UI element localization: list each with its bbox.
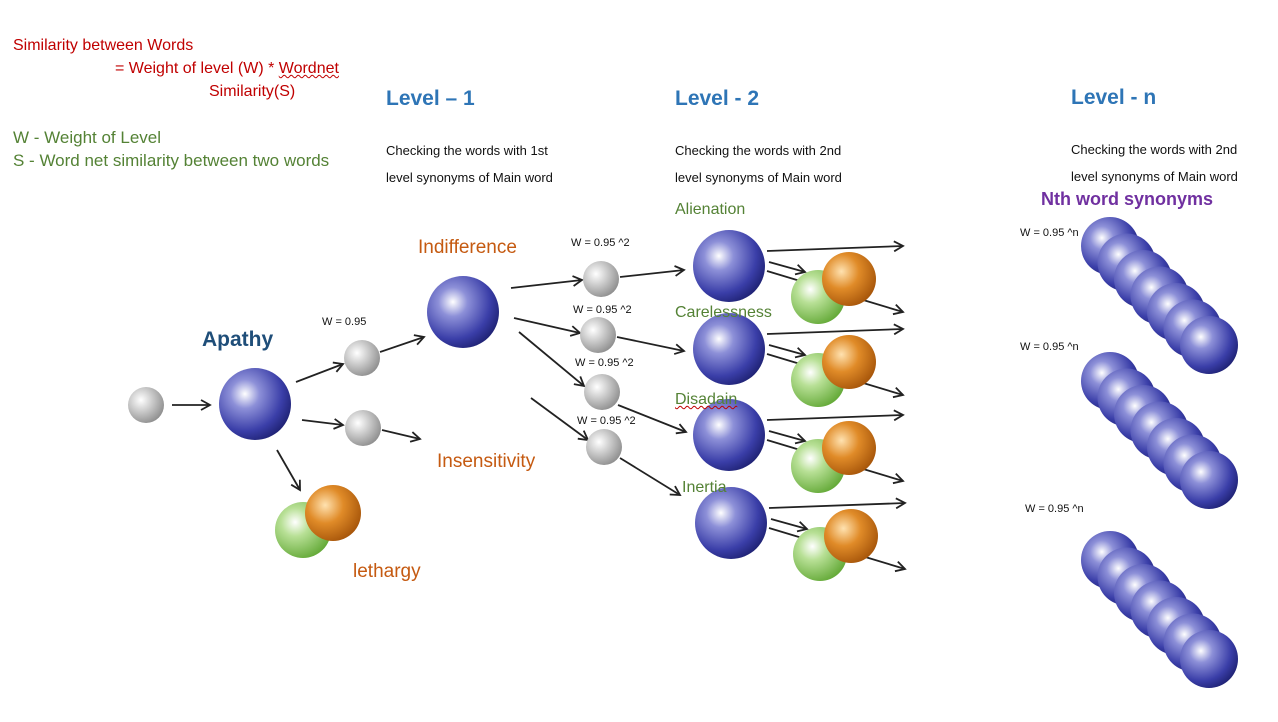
arrow-to-alienation [619,265,686,278]
arrow-apathy-to-weight-node-up [295,361,345,383]
node-indifference [427,276,499,348]
legend-weight: W - Weight of Level [13,128,162,147]
arrow-inertia-out-2 [770,518,809,533]
level-n-title: Level - n [1071,86,1157,109]
node-carelessness [693,313,765,385]
weight-label-level-2-c: W = 0.95 ^2 [575,357,634,369]
word-indifference: Indifference [418,237,517,258]
level-n-stack-a-sphere-7 [1180,316,1238,374]
level-n-desc-1: Checking the words with 2nd [1071,142,1238,157]
formula-line-2: = Weight of level (W) * Wordnet [115,60,339,78]
level-2-title: Level - 2 [675,87,760,110]
node-inertia-orange [824,509,878,563]
word-lethargy: lethargy [353,561,421,582]
formula-wordnet: Wordnet [278,60,339,77]
arrow-carelessness-out-1 [766,323,905,336]
word-alienation: Alienation [675,201,746,218]
node-disadain-orange [822,421,876,475]
arrow-indifference-branch-1 [510,275,584,289]
input-node [128,387,164,423]
weight-label-level-2-a: W = 0.95 ^2 [571,237,630,249]
node-alienation-orange [822,252,876,306]
arrow-to-carelessness [616,336,686,355]
node-alienation [693,230,765,302]
node-lethargy-orange [305,485,361,541]
word-inertia: Inertia [682,479,727,496]
weight-node-level-2-c [584,374,620,410]
weight-node-level-2-d [586,429,622,465]
weight-node-level-1-lower [345,410,381,446]
weight-label-level-2-b: W = 0.95 ^2 [573,304,632,316]
arrow-to-indifference [379,334,426,353]
formula-line-1: Similarity between Words [13,37,194,54]
weight-node-level-2-a [583,261,619,297]
arrow-disadain-out-2 [768,430,807,445]
word-insensitivity: Insensitivity [437,451,536,471]
level-2-desc-2: level synonyms of Main word [675,170,842,185]
level-n-desc-2: level synonyms of Main word [1071,169,1238,184]
word-apathy: Apathy [202,328,274,351]
weight-label-level-n-a: W = 0.95 ^n [1020,227,1079,239]
node-disadain [693,399,765,471]
word-carelessness: Carelessness [675,304,772,321]
formula-line-3: Similarity(S) [209,83,296,100]
legend-similarity: S - Word net similarity between two word… [13,151,330,170]
formula-line-2-prefix: = Weight of level (W) * [115,60,279,77]
level-n-stack-b-sphere-7 [1180,451,1238,509]
node-carelessness-orange [822,335,876,389]
arrow-indifference-branch-2 [513,317,582,337]
arrow-carelessness-out-2 [768,344,807,359]
weight-label-level-1: W = 0.95 [322,316,367,328]
arrow-apathy-to-weight-node-down [301,418,345,430]
weight-label-level-n-c: W = 0.95 ^n [1025,503,1084,515]
arrow-to-inertia [619,457,682,496]
arrow-inertia-out-1 [768,497,907,510]
arrow-alienation-out-2 [768,261,807,276]
node-inertia [695,487,767,559]
arrow-to-insensitivity [381,429,422,443]
level-1-desc-1: Checking the words with 1st [386,143,548,158]
arrow-indifference-branch-3 [518,331,586,388]
weight-label-level-n-b: W = 0.95 ^n [1020,341,1079,353]
level-n-stack-c-sphere-7 [1180,630,1238,688]
nth-word-synonyms-label: Nth word synonyms [1041,189,1214,209]
level-2-desc-1: Checking the words with 2nd [675,143,842,158]
arrow-apathy-to-lethargy [276,449,301,492]
word-disadain: Disadain [675,391,737,409]
arrow-indifference-branch-4 [530,397,590,442]
arrow-to-disadain [617,404,688,435]
arrow-alienation-out-1 [766,240,905,253]
weight-label-level-2-d: W = 0.95 ^2 [577,415,636,427]
arrow-disadain-out-1 [766,409,905,422]
node-apathy [219,368,291,440]
weight-node-level-1-upper [344,340,380,376]
weight-node-level-2-b [580,317,616,353]
word-disadain-text: Disadain [675,391,738,408]
level-1-title: Level – 1 [386,87,475,110]
level-1-desc-2: level synonyms of Main word [386,170,553,185]
